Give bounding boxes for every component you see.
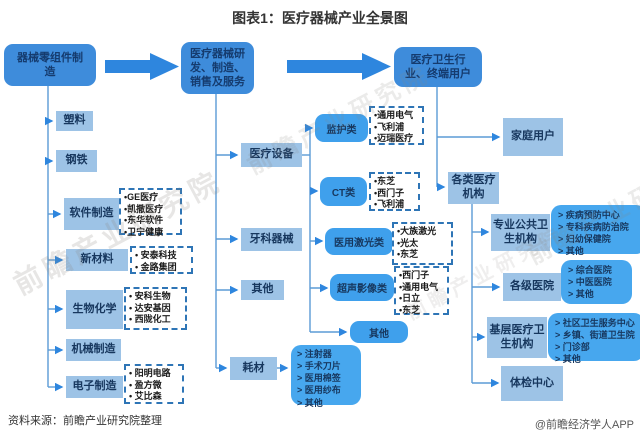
biochemistry-companies-list: • 安科生物• 达安基因• 西陇化工	[124, 287, 187, 330]
node-medical-laser-class: 医用激光类	[325, 228, 393, 255]
node-plastic: 塑料	[56, 111, 93, 131]
node-devices-other-class: 其他	[350, 321, 408, 343]
node-hospitals-all-levels: 各级医院	[503, 273, 561, 301]
list-line: •东华软件	[124, 215, 164, 226]
list-line: > 综合医院	[568, 265, 612, 275]
arrow-stage1-stage2	[105, 53, 179, 80]
laser-companies-list: •大族激光•光太•东芝	[392, 222, 453, 265]
list-line: > 其他	[568, 289, 594, 300]
list-line: •东芝	[397, 249, 419, 260]
list-line: > 疾病预防中心	[558, 210, 620, 220]
arrow-stage2-stage3	[287, 53, 391, 80]
list-line: > 妇幼保健院	[558, 234, 611, 245]
node-consumables: 耗材	[230, 357, 277, 380]
source-note: 资料来源：前瞻产业研究院整理	[8, 415, 162, 427]
list-line: • 安科生物	[129, 291, 171, 301]
monitoring-companies-list: •通用电气•飞利浦•迈瑞医疗	[369, 106, 424, 145]
node-home-users: 家庭用户	[503, 118, 563, 156]
hospitals-items-list: > 综合医院 > 中医医院> 其他	[561, 260, 632, 304]
node-steel: 钢铁	[56, 150, 97, 172]
list-line: > 乡镇、街道卫生院	[555, 330, 635, 341]
ultrasound-companies-list: •西门子•通用电气•日立•东芝	[394, 266, 449, 315]
node-medical-institutions: 各类医疗机构	[448, 172, 499, 204]
list-line: •东芝	[374, 176, 396, 186]
node-grassroots-medical-institutions: 基层医疗卫生机构	[487, 317, 547, 358]
list-line: •通用电气	[399, 281, 439, 292]
list-line: • 金路集团	[135, 261, 177, 272]
node-electronics-manufacturing: 电子制造	[66, 376, 123, 398]
list-line: > 手术刀片	[297, 361, 341, 372]
list-line: > 社区卫生服务中心	[555, 318, 635, 328]
node-checkup-center: 体检中心	[501, 366, 563, 401]
node-software-manufacturing: 软件制造	[64, 198, 119, 230]
list-line: •凯撒医疗	[124, 203, 164, 214]
list-line: > 专科疾病防治院	[558, 222, 629, 233]
node-dental-devices: 牙科器械	[241, 228, 302, 251]
ct-companies-list: •东芝•西门子•飞利浦	[369, 172, 420, 211]
node-ultrasound-imaging-class: 超声影像类	[330, 274, 394, 301]
node-medical-devices: 医疗设备	[241, 143, 302, 167]
list-line: •飞利浦	[374, 121, 405, 132]
new-materials-companies-list: • 安泰科技• 金路集团	[130, 246, 193, 274]
list-line: • 西陇化工	[129, 314, 171, 325]
public-health-items-list: > 疾病预防中心 > 专科疾病防治院> 妇幼保健院> 其他	[551, 205, 640, 257]
node-components-manufacturing: 器械零组件制造	[4, 44, 96, 86]
list-line: •通用电气	[374, 110, 414, 120]
list-line: > 其他	[297, 397, 323, 408]
list-line: •日立	[399, 293, 421, 304]
node-ct-class: CT类	[320, 177, 367, 206]
list-line: • 安泰科技	[135, 250, 177, 260]
list-line: •西门子	[374, 187, 405, 198]
list-line: •大族激光	[397, 226, 437, 236]
node-biochemistry: 生物化学	[66, 290, 123, 329]
list-line: • 达安基因	[129, 302, 171, 313]
list-line: •飞利浦	[374, 199, 405, 210]
node-device-rnd-manufacturing-sales: 医疗器械研发、制造、销售及服务	[181, 42, 254, 94]
node-monitoring-class: 监护类	[315, 114, 368, 142]
list-line: > 中医医院	[568, 277, 612, 288]
list-line: •西门子	[399, 270, 430, 280]
list-line: > 医用棉签	[297, 373, 341, 384]
node-machinery-manufacturing: 机械制造	[66, 339, 121, 361]
list-line: > 医用纱布	[297, 385, 341, 396]
node-new-materials: 新材料	[66, 249, 128, 271]
list-line: > 其他	[555, 354, 581, 365]
node-public-health-institutions: 专业公共卫生机构	[491, 214, 550, 251]
list-line: •GE医疗	[124, 192, 159, 202]
grassroots-items-list: > 社区卫生服务中心 > 乡镇、街道卫生院> 门诊部> 其他	[548, 313, 640, 364]
list-line: •卫宁健康	[124, 227, 164, 238]
node-other-devices: 其他	[241, 280, 284, 300]
list-line: > 注射器	[297, 349, 332, 359]
credit-note: @前瞻经济学人APP	[534, 419, 634, 431]
list-line: • 艾比森	[129, 391, 162, 402]
list-line: > 门诊部	[555, 342, 590, 353]
list-line: > 其他	[558, 246, 584, 257]
list-line: •东芝	[399, 305, 421, 316]
node-healthcare-end-users: 医疗卫生行业、终端用户	[394, 47, 482, 87]
list-line: • 阳明电路	[129, 368, 171, 378]
consumables-items-list: > 注射器 > 手术刀片> 医用棉签> 医用纱布> 其他	[291, 345, 361, 408]
page-title: 图表1：医疗器械产业全景图	[232, 10, 408, 26]
list-line: • 盈方微	[129, 379, 162, 390]
electronics-companies-list: • 阳明电路• 盈方微• 艾比森	[124, 364, 184, 404]
software-companies-list: •GE医疗•凯撒医疗•东华软件•卫宁健康	[119, 188, 182, 237]
list-line: •光太	[397, 237, 419, 248]
list-line: •迈瑞医疗	[374, 133, 414, 144]
